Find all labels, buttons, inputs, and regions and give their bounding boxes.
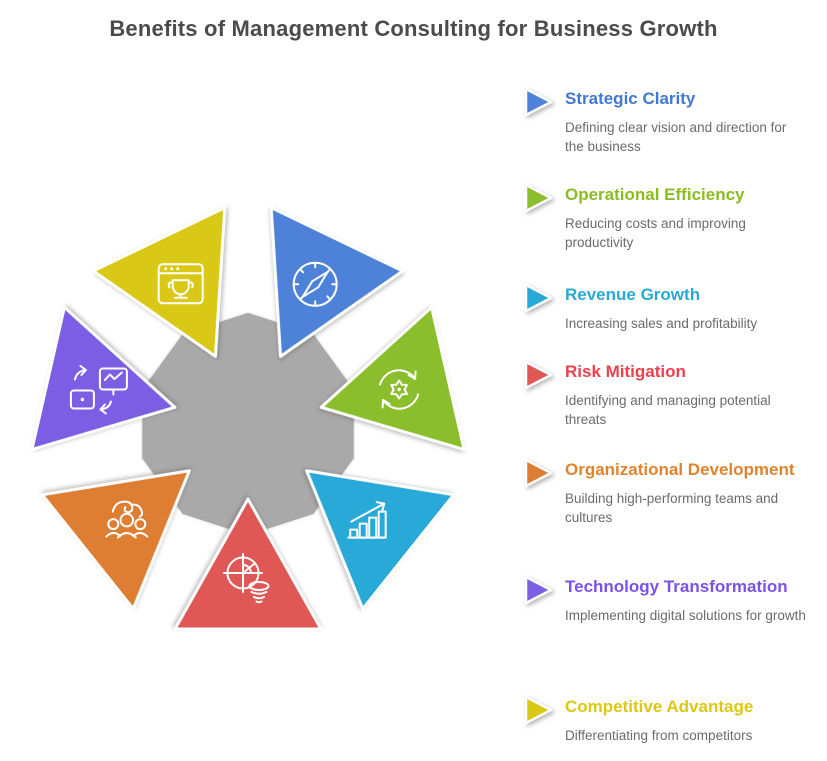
legend-item-title: Competitive Advantage bbox=[565, 697, 754, 716]
trophy-browser-icon bbox=[157, 263, 204, 305]
triangle-bullet-icon bbox=[524, 283, 553, 313]
segment-risk-mitigation bbox=[173, 497, 323, 631]
legend-item-description: Identifying and managing potential threa… bbox=[565, 393, 771, 427]
triangle-bullet-icon bbox=[524, 183, 553, 213]
triangle-bullet-icon bbox=[524, 695, 553, 725]
compass-icon bbox=[292, 261, 338, 307]
legend-item-title: Operational Efficiency bbox=[565, 185, 745, 204]
legend-item-strategic-clarity: Strategic Clarity Defining clear vision … bbox=[524, 87, 816, 156]
segment-operational-efficiency bbox=[319, 305, 466, 452]
legend-item-description: Differentiating from competitors bbox=[565, 728, 753, 744]
legend-item-revenue-growth: Revenue Growth Increasing sales and prof… bbox=[524, 283, 816, 334]
legend-item-competitive-advantage: Competitive Advantage Differentiating fr… bbox=[524, 695, 816, 746]
legend-item-title: Technology Transformation bbox=[565, 577, 788, 596]
device-sync-icon bbox=[69, 365, 128, 415]
legend-item-technology-transformation: Technology Transformation Implementing d… bbox=[524, 575, 816, 626]
team-icon bbox=[105, 500, 149, 539]
gear-sync-icon bbox=[379, 369, 420, 410]
legend-item-description: Building high-performing teams and cultu… bbox=[565, 491, 779, 525]
legend-item-operational-efficiency: Operational Efficiency Reducing costs an… bbox=[524, 183, 816, 252]
legend-item-organizational-development: Organizational Development Building high… bbox=[524, 458, 816, 527]
legend-item-title: Revenue Growth bbox=[565, 285, 701, 304]
triangle-bullet-icon bbox=[524, 458, 553, 488]
legend-item-title: Risk Mitigation bbox=[565, 362, 686, 381]
triangle-bullet-icon bbox=[524, 360, 553, 390]
triangle-bullet-icon bbox=[524, 575, 553, 605]
growth-chart-icon bbox=[347, 501, 387, 539]
legend-item-description: Reducing costs and improving productivit… bbox=[565, 216, 746, 250]
segment-revenue-growth bbox=[305, 469, 456, 611]
page-title: Benefits of Management Consulting for Bu… bbox=[109, 16, 718, 41]
legend-item-title: Organizational Development bbox=[565, 460, 795, 479]
triangle-bullet-icon bbox=[524, 87, 553, 117]
legend-item-description: Implementing digital solutions for growt… bbox=[565, 608, 806, 624]
legend-item-risk-mitigation: Risk Mitigation Identifying and managing… bbox=[524, 360, 816, 429]
segment-organizational-development bbox=[40, 469, 191, 611]
target-funnel-icon bbox=[223, 553, 270, 604]
legend-item-description: Increasing sales and profitability bbox=[565, 316, 758, 332]
legend-item-title: Strategic Clarity bbox=[565, 89, 696, 108]
legend-item-description: Defining clear vision and direction for … bbox=[565, 120, 787, 154]
segment-technology-transformation bbox=[30, 305, 177, 452]
